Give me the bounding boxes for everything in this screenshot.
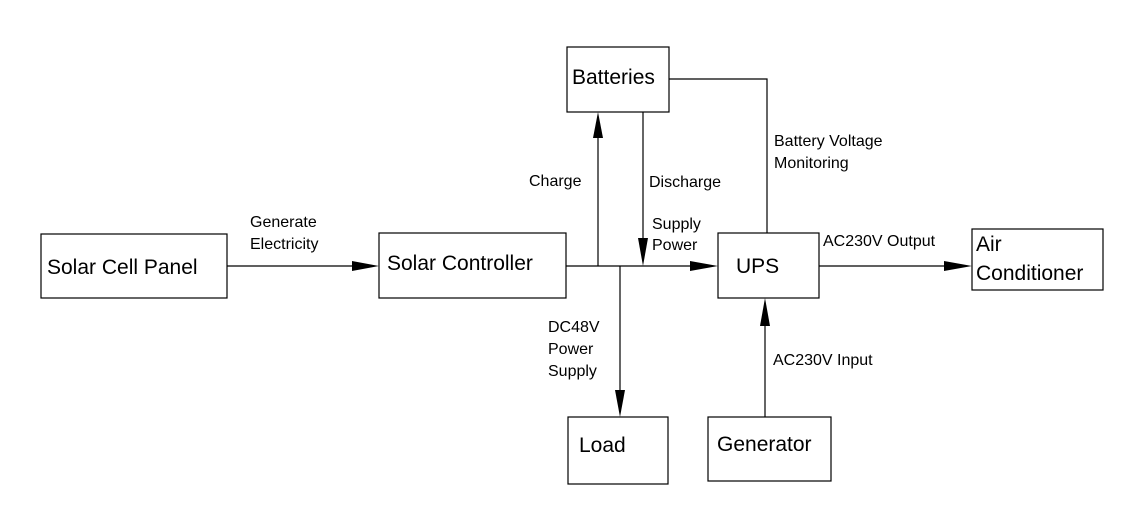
supply-power-label: Supply Power xyxy=(652,216,705,254)
arrowhead-right xyxy=(352,261,379,271)
charge-label: Charge xyxy=(529,173,582,190)
solar-controller-label: Solar Controller xyxy=(387,252,533,275)
ups-node: UPS xyxy=(717,232,820,299)
generate-electricity-label: Generate Electricity xyxy=(250,214,321,253)
connector-to-load xyxy=(615,266,625,417)
air-conditioner-label: Air Conditioner xyxy=(976,233,1083,285)
solar-cell-panel-label: Solar Cell Panel xyxy=(47,256,198,279)
ups-label: UPS xyxy=(736,255,779,278)
connector-panel-to-controller xyxy=(227,261,379,271)
generator-label: Generator xyxy=(717,433,812,456)
connector-charge-to-batteries xyxy=(593,112,603,266)
solar-controller-node: Solar Controller xyxy=(378,232,567,299)
connector-battery-voltage-monitoring xyxy=(669,78,768,233)
load-node: Load xyxy=(567,416,669,485)
arrowhead-up xyxy=(593,112,603,138)
arrowhead-down xyxy=(615,390,625,417)
arrowhead-down xyxy=(638,238,648,266)
load-label: Load xyxy=(579,434,626,457)
arrowhead-up xyxy=(760,298,770,326)
battery-voltage-monitoring-label: Battery Voltage Monitoring xyxy=(774,133,887,172)
generator-node: Generator xyxy=(707,416,832,482)
connector-controller-to-ups xyxy=(566,261,718,271)
air-conditioner-node: Air Conditioner xyxy=(971,228,1104,291)
connector-batteries-discharge xyxy=(638,112,648,266)
discharge-label: Discharge xyxy=(649,174,721,191)
connector-ups-to-air-conditioner xyxy=(819,261,972,271)
ac230v-input-label: AC230V Input xyxy=(773,352,873,369)
dc48v-power-supply-label: DC48V Power Supply xyxy=(548,319,604,380)
ac230v-output-label: AC230V Output xyxy=(823,233,936,250)
connector-generator-to-ups xyxy=(760,298,770,417)
arrowhead-right xyxy=(944,261,972,271)
solar-cell-panel-node: Solar Cell Panel xyxy=(40,233,228,299)
arrowhead-right xyxy=(690,261,718,271)
batteries-node: Batteries xyxy=(566,46,670,113)
batteries-label: Batteries xyxy=(572,66,655,89)
